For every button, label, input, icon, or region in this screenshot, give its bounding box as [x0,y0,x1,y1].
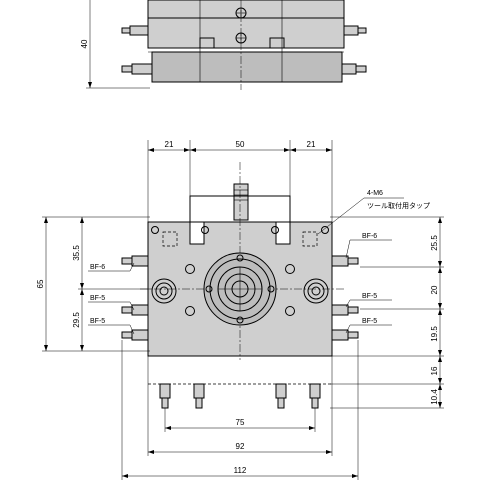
center-disc [203,252,277,326]
dim-fitting-height: 16 [430,366,439,375]
dim-total-height: 65 [36,279,45,288]
dim-lower-left-height: 29.5 [72,312,81,328]
left-fitting-bf5-mid [121,304,149,316]
bottom-fittings [148,383,332,409]
tap-spec-label: 4-M6 [367,190,383,197]
dim-right-width: 21 [307,140,316,149]
left-fitting-bf5-low [121,329,149,341]
top-view-mid-body [147,17,345,49]
right-callouts: BF-6 BF-5 BF-5 [345,233,392,334]
front-view: 21 50 21 [36,140,444,480]
tap-callout: 4-M6 ツール取付用タップ [317,190,430,235]
dim-left-width: 21 [165,140,174,149]
tap-holes [151,226,329,316]
top-view: 40 [80,0,367,90]
right-port [303,278,329,304]
top-view-lower-body [151,51,343,83]
tap-note-label: ツール取付用タップ [367,201,430,210]
right-callout-bf5-low: BF-5 [362,318,377,325]
top-fitting-lower-left [121,63,153,75]
dim-right-upper-height: 25.5 [430,235,439,251]
dim-body-width: 92 [236,442,245,451]
right-callout-bf6: BF-6 [362,233,377,240]
left-port [151,278,177,304]
dim-top-view-height: 40 [80,39,89,48]
right-fitting-bf5-mid [331,304,359,316]
left-callout-bf5-low: BF-5 [90,318,105,325]
left-callout-bf5-mid: BF-5 [90,295,105,302]
dim-fitting-offset: 10.4 [430,389,439,405]
top-fitting-upper-right [343,25,367,36]
top-fitting-lower-right [341,63,367,75]
dim-fitting-spacing: 75 [236,418,245,427]
top-fitting-upper-left [121,25,149,36]
left-fitting-bf6 [121,255,149,267]
left-callout-bf6: BF-6 [90,264,105,271]
dim-center-width: 50 [236,140,245,149]
dim-upper-left-height: 35.5 [72,245,81,261]
dim-overall-width: 112 [234,466,247,475]
right-fitting-bf5-low [331,329,359,341]
top-view-upper-body [147,0,345,19]
right-callout-bf5-mid: BF-5 [362,293,377,300]
front-top-fitting [233,183,249,221]
dim-right-lower-height: 19.5 [430,326,439,342]
dim-right-mid-height: 20 [430,285,439,294]
right-fitting-bf6 [331,255,359,267]
left-callouts: BF-6 BF-5 BF-5 [88,262,135,335]
